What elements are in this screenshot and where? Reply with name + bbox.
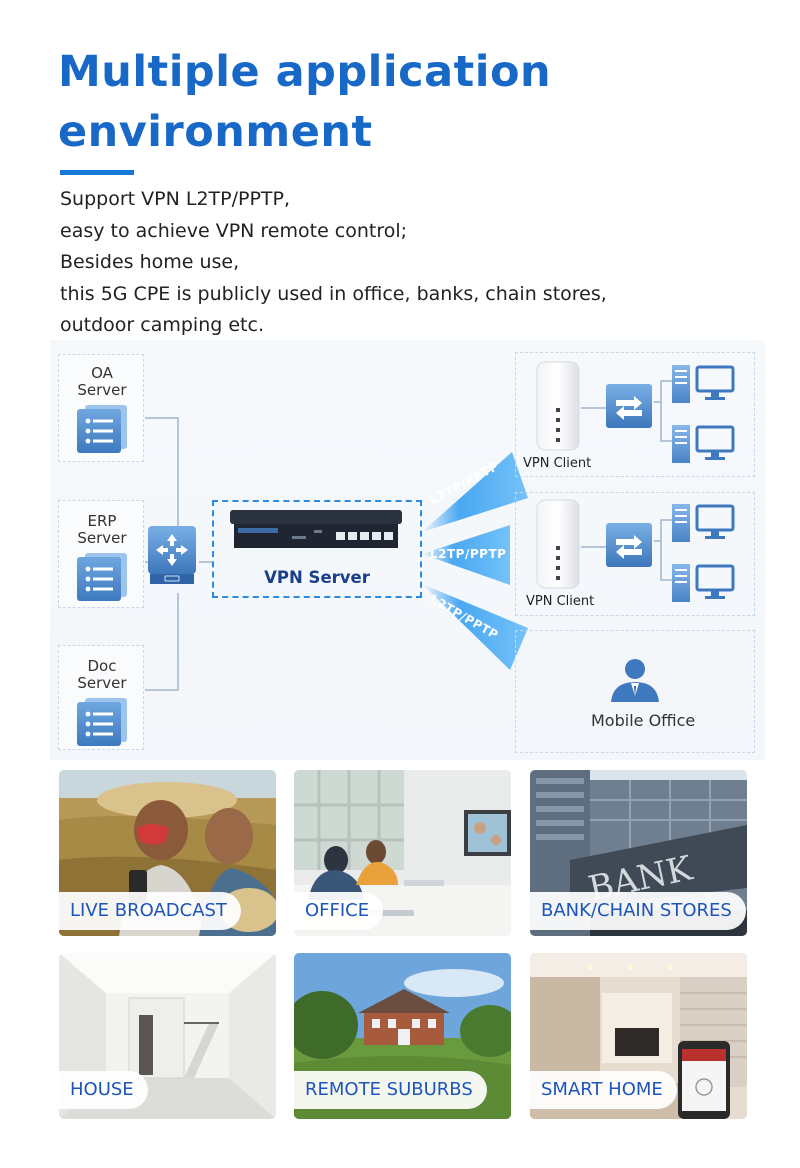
tile-label: LIVE BROADCAST [59, 892, 241, 930]
client-pc-icon [672, 564, 735, 602]
vpn-network-diagram: OA Server ERP Server Doc Server [50, 340, 765, 760]
doc-server-box: Doc Server [58, 645, 144, 750]
vpn-client-box: VPN Client [515, 352, 755, 477]
server-name: Doc Server [59, 658, 145, 692]
office-photo [294, 770, 511, 936]
scenario-tile-bank: BANK BANK/CHAIN STORES [530, 770, 747, 936]
mobile-user-icon [611, 659, 659, 702]
cpe-router-icon [536, 499, 580, 589]
vpn-server-box: VPN Server [212, 500, 422, 598]
server-name-line: Doc [87, 657, 117, 675]
description-line: Support VPN L2TP/PPTP, [60, 188, 291, 210]
server-name-line: Server [77, 529, 127, 547]
link-oa [145, 417, 179, 532]
server-icon [77, 698, 127, 746]
oa-server-box: OA Server [58, 354, 144, 462]
server-icon [77, 553, 127, 601]
vpn-client-label: VPN Client [526, 594, 595, 609]
description-line: easy to achieve VPN remote control; [60, 219, 408, 242]
diagram-canvas [145, 361, 735, 702]
tunnel-beam-client-1 [422, 452, 528, 532]
title-underline [60, 170, 134, 175]
tile-label: BANK/CHAIN STORES [530, 892, 746, 930]
server-name: ERP Server [59, 513, 145, 547]
client-switch-icon [606, 384, 652, 428]
vpn-router-device-icon [230, 510, 402, 548]
description-line: outdoor camping etc. [60, 314, 264, 336]
description-line: Besides home use, [60, 251, 240, 273]
scenario-tile-house: HOUSE [59, 953, 276, 1119]
description-line: this 5G CPE is publicly used in office, … [60, 282, 607, 305]
page-title: Multiple application environment [58, 42, 778, 162]
mobile-office-box: Mobile Office [515, 630, 755, 753]
tunnel-beam-client-2 [422, 525, 510, 585]
scenario-tile-remote-suburbs: REMOTE SUBURBS [294, 953, 511, 1119]
client-links [581, 380, 672, 581]
description: Support VPN L2TP/PPTP, easy to achieve V… [60, 184, 760, 342]
tile-label: REMOTE SUBURBS [294, 1071, 487, 1109]
scenario-tile-smart-home: SMART HOME [530, 953, 747, 1119]
server-icon [77, 405, 127, 453]
tunnel-label: L2TP/PPTP [430, 547, 507, 561]
mobile-office-label: Mobile Office [591, 711, 696, 730]
client-pc-icon [672, 425, 735, 463]
vpn-client-box: VPN Client [515, 492, 755, 616]
server-name: OA Server [59, 365, 145, 399]
tunnel-beam-mobile [422, 584, 528, 670]
tile-label: HOUSE [59, 1071, 148, 1109]
server-name-line: OA [91, 364, 113, 382]
link-doc [145, 593, 179, 691]
server-name-line: Server [77, 674, 127, 692]
client-switch-icon [606, 523, 652, 567]
cpe-router-icon [536, 361, 580, 451]
tile-label: SMART HOME [530, 1071, 677, 1109]
scenario-tile-live-broadcast: LIVE BROADCAST [59, 770, 276, 936]
server-name-line: Server [77, 381, 127, 399]
erp-server-box: ERP Server [58, 500, 144, 608]
scenario-tile-office: OFFICE [294, 770, 511, 936]
title-line-2: environment [58, 107, 373, 157]
vpn-client-label: VPN Client [523, 456, 592, 471]
tile-label: OFFICE [294, 892, 384, 930]
core-switch-icon [148, 526, 196, 584]
client-pc-icon [672, 504, 735, 542]
vpn-server-label: VPN Server [264, 568, 370, 587]
server-name-line: ERP [87, 512, 117, 530]
client-pc-icon [672, 365, 735, 403]
title-line-1: Multiple application [58, 47, 552, 97]
vpn-tunnel-beams [422, 452, 528, 670]
